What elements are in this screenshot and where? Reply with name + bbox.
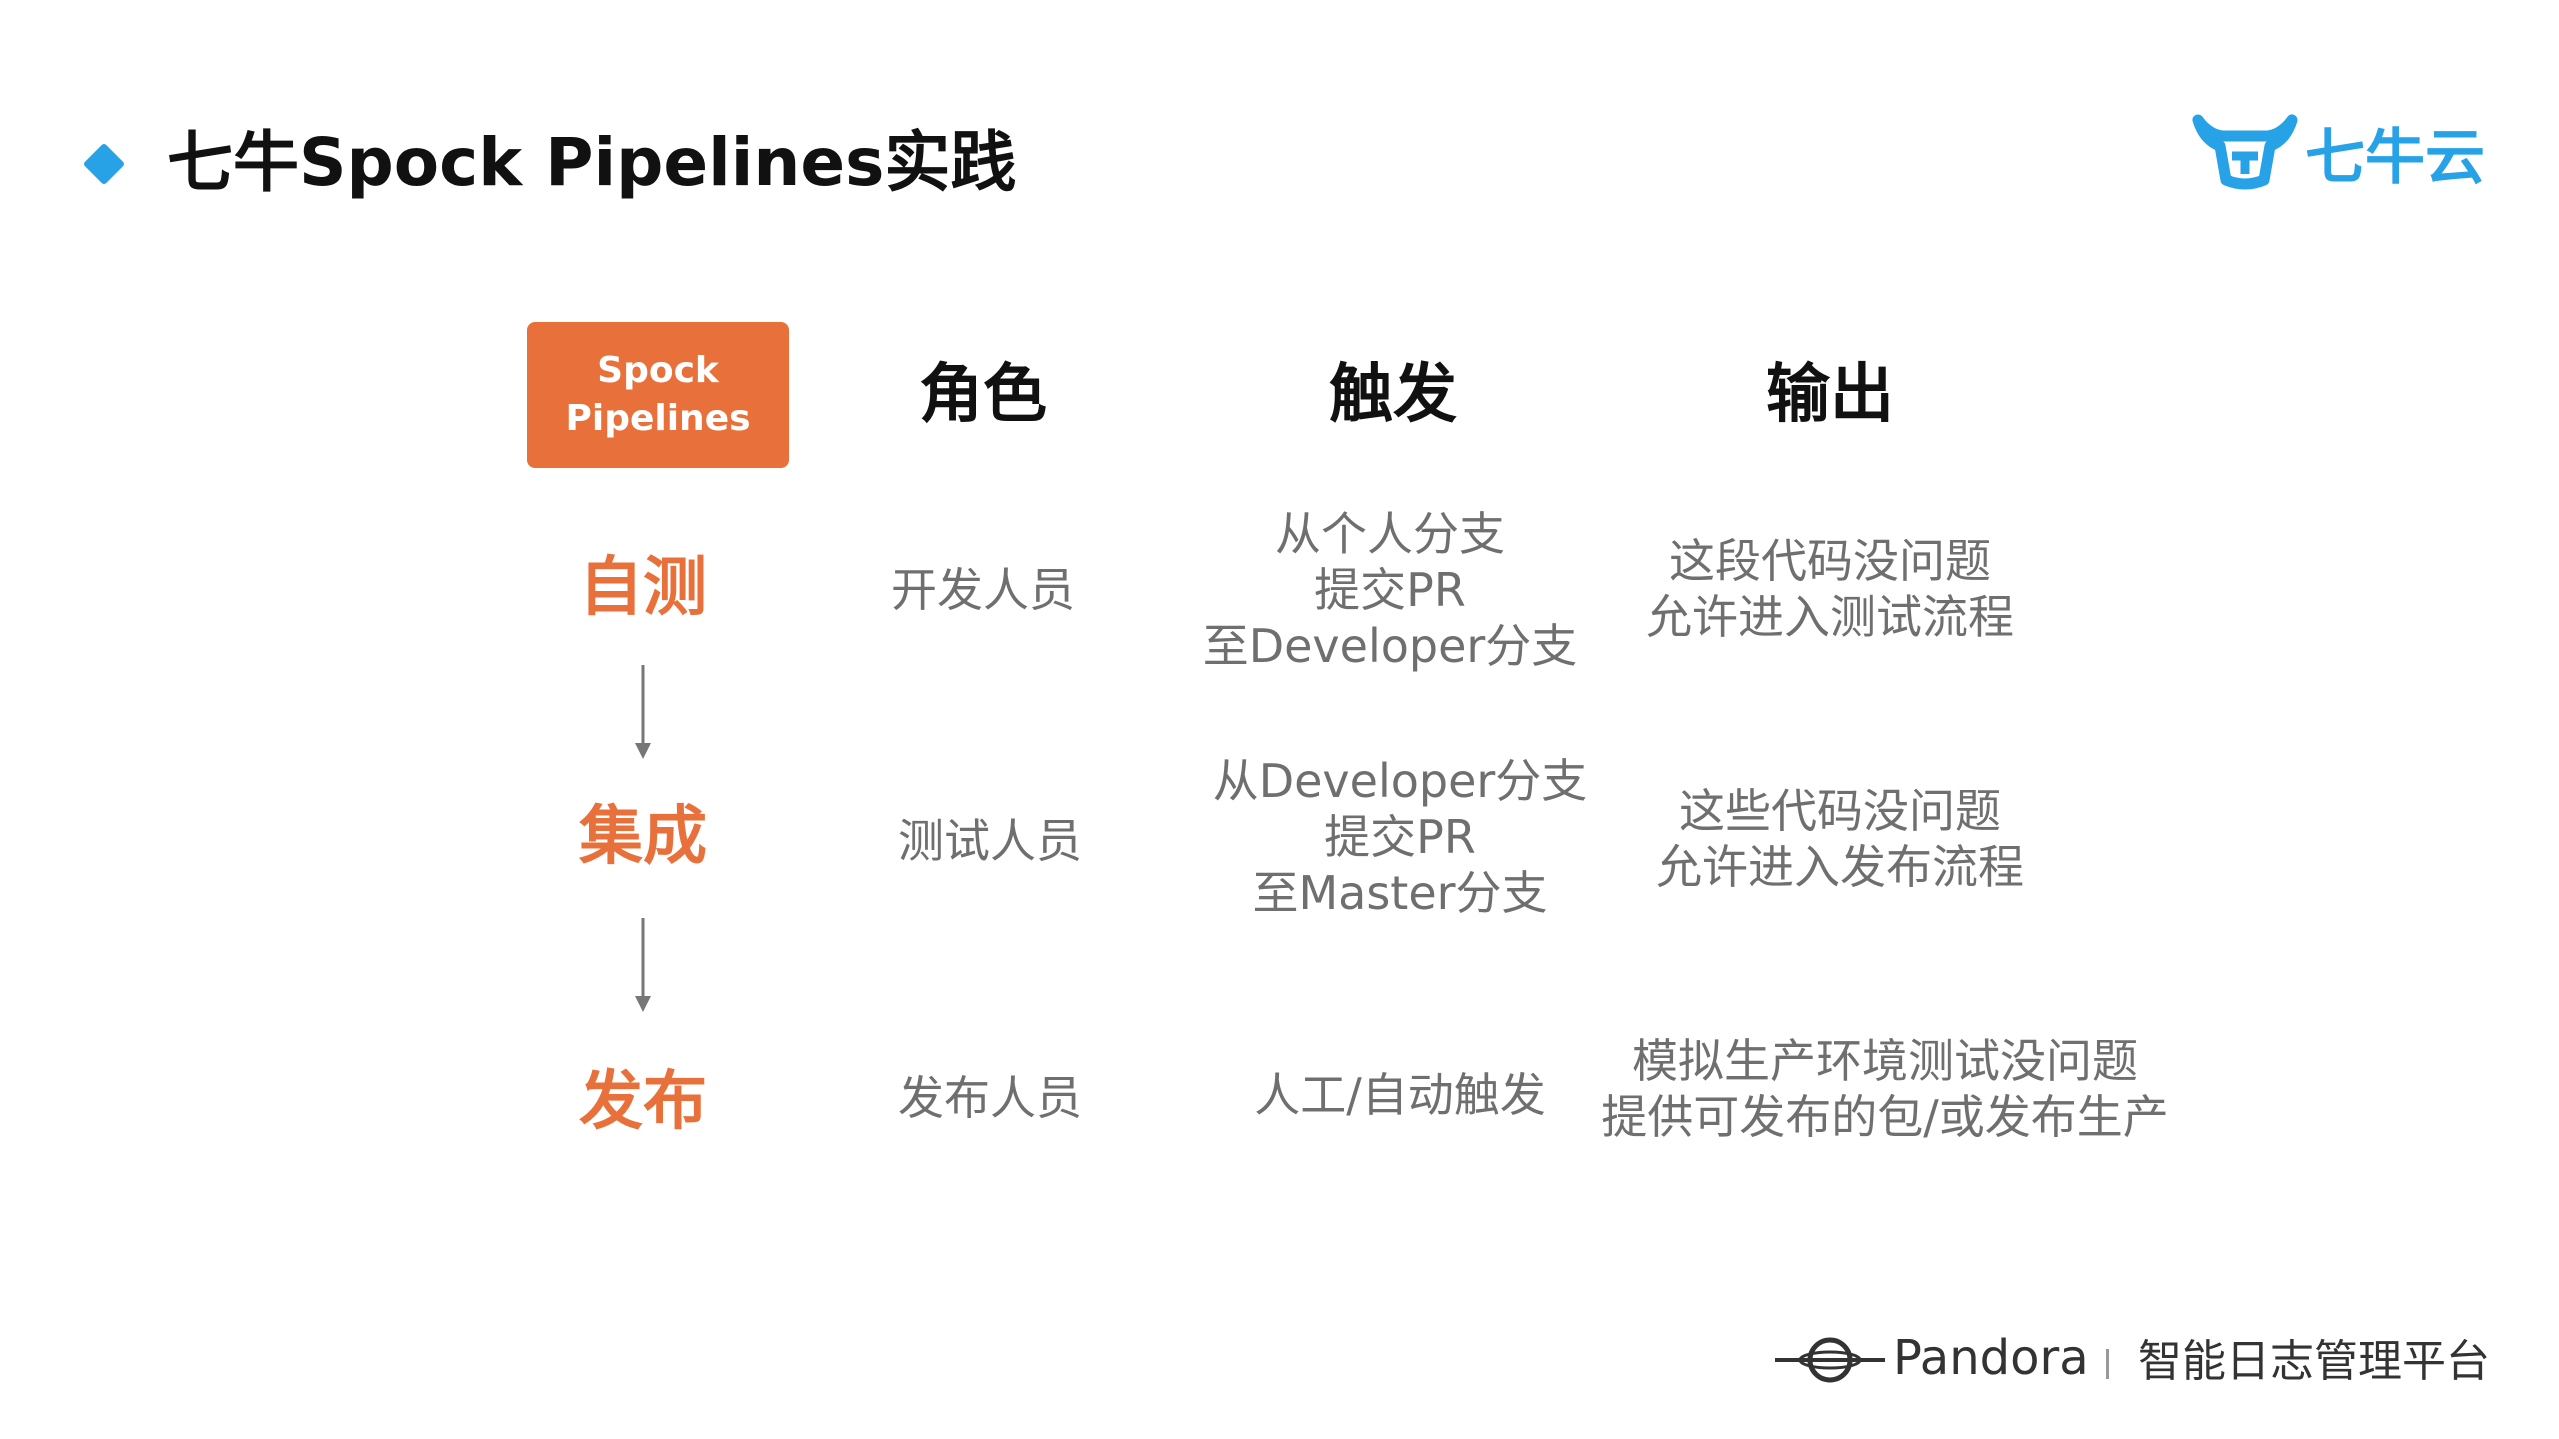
badge-line-2: Pipelines xyxy=(565,398,751,439)
trigger-line: 提交PR xyxy=(1324,810,1476,864)
output-line: 允许进入发布流程 xyxy=(1656,840,2024,894)
arrow-down-icon xyxy=(635,918,651,1012)
trigger-line: 至Master分支 xyxy=(1252,866,1548,920)
badge-line-1: Spock xyxy=(597,350,719,391)
arrow-down-icon xyxy=(635,665,651,759)
trigger-line: 从Developer分支 xyxy=(1212,754,1588,808)
role-releaser: 发布人员 xyxy=(898,1071,1082,1125)
output-line: 模拟生产环境测试没问题 xyxy=(1632,1034,2138,1088)
qiniu-ox-logo-icon xyxy=(2192,114,2298,190)
output-line: 允许进入测试流程 xyxy=(1646,590,2014,644)
role-developer: 开发人员 xyxy=(891,563,1075,617)
trigger-line: 至Developer分支 xyxy=(1202,619,1578,673)
spock-pipelines-badge: Spock Pipelines xyxy=(527,322,789,468)
output-cell: 这段代码没问题 允许进入测试流程 xyxy=(1590,533,2070,645)
slide-title: 七牛Spock Pipelines实践 xyxy=(167,124,1017,201)
role-tester: 测试人员 xyxy=(898,814,1082,868)
stage-integration: 集成 xyxy=(579,800,707,874)
brand-logo: 七牛云 xyxy=(2190,112,2490,202)
footer-subtitle: 智能日志管理平台 xyxy=(2138,1336,2490,1387)
brand-logo-text: 七牛云 xyxy=(2305,123,2485,193)
trigger-cell: 人工/自动触发 xyxy=(1190,1067,1610,1123)
column-header-output: 输出 xyxy=(1766,358,1894,432)
column-header-trigger: 触发 xyxy=(1329,358,1457,432)
column-header-role: 角色 xyxy=(919,358,1047,432)
output-cell: 这些代码没问题 允许进入发布流程 xyxy=(1600,783,2080,895)
output-cell: 模拟生产环境测试没问题 提供可发布的包/或发布生产 xyxy=(1565,1033,2205,1145)
trigger-line: 从个人分支 xyxy=(1275,507,1505,561)
trigger-line: 提交PR xyxy=(1314,563,1466,617)
footer-brand: Pandora xyxy=(1893,1330,2089,1386)
diamond-bullet-icon xyxy=(82,142,126,186)
output-line: 这段代码没问题 xyxy=(1669,534,1991,588)
output-line: 这些代码没问题 xyxy=(1679,784,2001,838)
stage-release: 发布 xyxy=(579,1065,707,1139)
trigger-cell: 从Developer分支 提交PR 至Master分支 xyxy=(1180,753,1620,921)
stage-self-test: 自测 xyxy=(579,551,707,625)
pandora-orbit-icon xyxy=(1775,1337,1885,1383)
trigger-line: 人工/自动触发 xyxy=(1254,1068,1546,1122)
footer-divider xyxy=(2106,1349,2109,1379)
trigger-cell: 从个人分支 提交PR 至Developer分支 xyxy=(1180,506,1600,674)
output-line: 提供可发布的包/或发布生产 xyxy=(1601,1090,2169,1144)
